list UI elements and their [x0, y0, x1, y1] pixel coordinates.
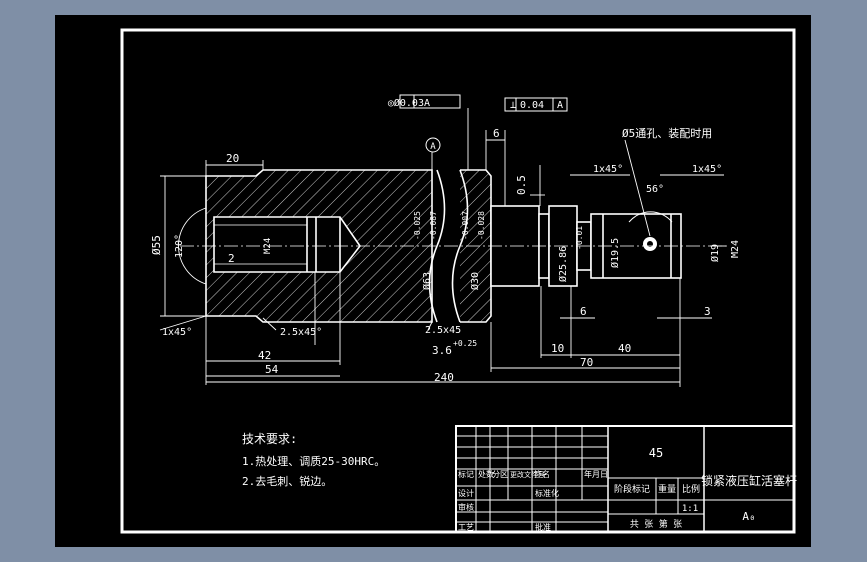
dim-0_5: 0.5	[515, 175, 528, 195]
dim-6-top: 6	[493, 127, 500, 140]
title-stage-label: 阶段标记	[614, 483, 650, 495]
angle-120: 120°	[174, 234, 185, 258]
dim-3_6-tol: +0.25	[453, 339, 477, 348]
tech-req-line1: 1.热处理、调质25-30HRC。	[242, 455, 385, 468]
dim-1x45-left: 1x45°	[162, 327, 192, 338]
dim-3_6: 3.6	[432, 344, 452, 357]
coaxiality-frame-text: ◎Ø0.03A	[388, 97, 430, 109]
dim-2_5x45-b: 2.5x45	[425, 325, 461, 336]
title-check: 审核	[458, 502, 474, 512]
dim-phi19_5: Ø19.5	[609, 238, 621, 268]
title-rev-doc: 更改文件号	[510, 470, 545, 479]
break-line-left	[428, 169, 446, 323]
title-part-name: 锁紧液压缸活塞杆	[701, 473, 797, 488]
dim-phi30: Ø30	[469, 272, 481, 290]
tech-requirements: 技术要求: 1.热处理、调质25-30HRC。 2.去毛刺、锐边。	[242, 432, 385, 488]
title-approve: 批准	[535, 522, 551, 532]
title-rev-sign: 签名	[534, 469, 550, 479]
dim-1x45-mid: 1x45°	[593, 164, 623, 175]
dim-70: 70	[580, 356, 593, 369]
dim-1x45-right: 1x45°	[692, 164, 722, 175]
dim-phi25-tol: -0.01	[575, 226, 584, 250]
dim-phi30-tol-top: -0.007	[461, 211, 470, 240]
title-sheets-label: 共 张 第 张	[630, 518, 682, 530]
dim-phi30-tol-bot: -0.028	[477, 211, 486, 240]
dim-phi19: Ø19	[709, 244, 721, 262]
title-design: 设计	[458, 488, 474, 498]
title-drawing-code: A₀	[742, 510, 755, 523]
title-rev-count: 处数	[478, 469, 494, 479]
perpendicularity-value: 0.04	[520, 100, 544, 111]
dim-phi63-tol-bot: -0.087	[429, 211, 438, 240]
dim-20: 20	[226, 152, 239, 165]
dim-10: 10	[551, 342, 564, 355]
dim-2_5x45-a: 2.5x45°	[280, 327, 322, 338]
tech-req-title: 技术要求:	[242, 432, 297, 446]
dim-phi55: Ø55	[150, 235, 163, 255]
perpendicularity-symbol: ⊥	[510, 100, 516, 111]
title-standard: 标准化	[535, 488, 559, 498]
title-scale-label: 比例	[682, 483, 700, 495]
dim-2: 2	[228, 252, 235, 265]
dim-phi63-tol-top: -0.025	[413, 211, 422, 240]
drawing-sheet	[55, 15, 811, 547]
title-process: 工艺	[458, 523, 474, 532]
perpendicularity-datum: A	[557, 100, 563, 111]
tech-req-line2: 2.去毛刺、锐边。	[242, 474, 332, 488]
dim-m24-bore: M24	[263, 238, 273, 254]
angle-56: 56°	[646, 184, 664, 195]
cross-hole	[647, 241, 653, 247]
title-rev-date: 年月日	[584, 469, 608, 479]
dim-phi25: Ø25.86	[557, 246, 569, 282]
hole-note: Ø5通孔、装配时用	[622, 127, 712, 140]
angle-arc-56	[628, 211, 673, 223]
dim-m24-thread: M24	[730, 240, 741, 258]
dim-240: 240	[434, 371, 454, 384]
title-weight-label: 重量	[658, 483, 676, 495]
feature-control-frames	[399, 94, 568, 153]
title-rev-zone: 分区	[492, 470, 508, 479]
dim-40: 40	[618, 342, 631, 355]
datum-label: A	[430, 142, 436, 152]
dim-phi63: Ø63	[421, 272, 433, 290]
dimension-lines	[159, 108, 726, 387]
title-scale: 1:1	[682, 504, 698, 514]
dim-42: 42	[258, 349, 271, 362]
title-block	[455, 425, 795, 533]
dim-3: 3	[704, 305, 711, 318]
title-rev-mark: 标记	[458, 469, 474, 479]
title-material: 45	[649, 446, 663, 460]
dim-6-bottom: 6	[580, 305, 587, 318]
dim-54: 54	[265, 363, 279, 376]
